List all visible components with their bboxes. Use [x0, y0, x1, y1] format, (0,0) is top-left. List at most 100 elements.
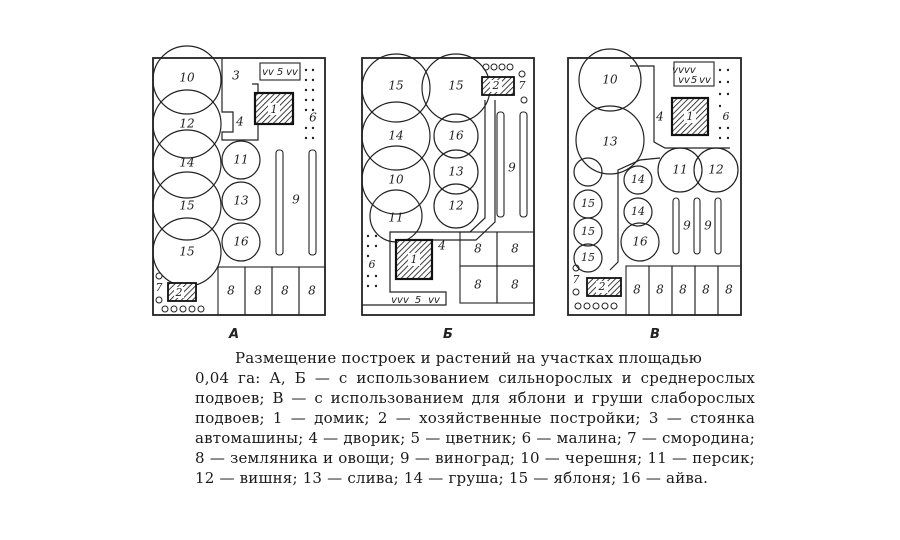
tree-label: 13	[448, 165, 464, 179]
tree-label: 10	[388, 173, 404, 187]
plan-label: Б	[443, 327, 453, 342]
area-label: 6	[309, 111, 317, 125]
tree-label: 15	[388, 79, 403, 93]
plan-b: 15 15 14 16 10 13 11 12 4 2 7 9 1	[361, 53, 535, 342]
flowerbed-marks: vvvv	[672, 65, 697, 76]
area-label: 6	[369, 258, 376, 271]
tree-cherry-plum	[693, 147, 739, 193]
currant-bushes	[482, 63, 528, 104]
flowerbed-marks: vv	[678, 75, 691, 86]
bed-label: 8	[308, 284, 316, 298]
flowerbed-label: 5	[277, 67, 283, 78]
bed-label: 8	[725, 283, 733, 297]
shed-label-bg	[596, 281, 608, 293]
area-label: 9	[292, 193, 300, 207]
area-label: 3	[232, 69, 240, 83]
tree-label: 12	[708, 163, 723, 177]
house-label-bg	[268, 103, 280, 115]
tree-cherry-plum	[152, 89, 222, 159]
tree-label: 15	[448, 79, 463, 93]
bed-label: 8	[474, 278, 482, 292]
shed-label: 2	[492, 79, 500, 92]
tree-label: 15	[179, 245, 194, 259]
shed-label: 2	[598, 280, 606, 293]
path	[362, 100, 486, 306]
tree-label: 13	[233, 194, 249, 208]
tree-pear	[361, 101, 431, 171]
tree-pear	[623, 197, 653, 227]
garden-bed	[298, 266, 326, 316]
path	[400, 100, 496, 241]
flowerbed-marks: vv	[262, 67, 275, 78]
tree-label: 15	[179, 199, 194, 213]
tree-label: 10	[602, 73, 618, 87]
garden-bed	[496, 265, 535, 304]
plot-boundary	[361, 57, 535, 316]
vine-row	[275, 149, 284, 256]
flowerbed-label: 5	[691, 75, 697, 86]
house-label: 1	[687, 110, 694, 123]
tree-label: 11	[388, 211, 403, 225]
plan-label: А	[228, 327, 239, 342]
tree-quince	[221, 222, 261, 262]
flowerbed	[673, 61, 715, 87]
area-label: 7	[156, 281, 163, 294]
garden-bed	[717, 265, 742, 316]
vine-row	[714, 197, 722, 255]
flowerbed-label: 5	[415, 295, 421, 306]
shed-label-bg	[174, 287, 184, 298]
vine-row	[308, 149, 317, 256]
raspberry-row	[718, 68, 730, 140]
flowerbed-marks: vv	[699, 75, 712, 86]
area-label: 6	[723, 110, 730, 123]
tree-apple	[573, 217, 603, 247]
area-label: 9	[683, 219, 691, 233]
area-label: 4	[235, 115, 244, 129]
tree-plum	[575, 105, 645, 175]
tree-label: 14	[179, 156, 194, 170]
path	[609, 157, 661, 271]
tree-label: 11	[233, 153, 248, 167]
vine-row	[693, 197, 701, 255]
tree-quince	[433, 113, 479, 159]
tree-label: 13	[602, 135, 618, 149]
tree-peach	[221, 140, 261, 180]
figure-caption: Размещение построек и растений на участк…	[195, 348, 755, 488]
tree-peach	[657, 147, 703, 193]
tree-label: 15	[581, 251, 595, 264]
tree-label: 14	[388, 129, 403, 143]
plan-a: 10 12 14 15 15 3 4 1 5 vv vv 6 11	[152, 45, 326, 342]
area-label: 4	[655, 110, 664, 124]
flowerbed-marks: vvv	[391, 295, 410, 306]
tree-apple	[573, 157, 603, 187]
tree-quince	[620, 222, 660, 262]
tree-label: 12	[448, 199, 463, 213]
area-label: 7	[573, 273, 580, 286]
house-label: 1	[411, 253, 418, 266]
bed-label: 8	[702, 283, 710, 297]
tree-label: 16	[632, 235, 648, 249]
tree-label: 16	[448, 129, 464, 143]
bed-label: 8	[254, 284, 262, 298]
tree-apple	[573, 243, 603, 273]
area-label: 7	[519, 79, 526, 92]
tree-label: 11	[672, 163, 687, 177]
tree-label: 14	[631, 173, 645, 186]
currant-bushes	[155, 272, 205, 313]
currant-bushes	[572, 264, 618, 310]
raspberry-row	[304, 68, 315, 140]
bed-label: 8	[511, 242, 519, 256]
path	[630, 65, 730, 149]
site-plans-diagram: 10 12 14 15 15 3 4 1 5 vv vv 6 11	[152, 45, 742, 342]
shed-label-bg	[490, 80, 502, 92]
flowerbed-marks: vv	[428, 295, 441, 306]
tree-plum	[221, 181, 261, 221]
vine-row	[519, 111, 528, 218]
bed-label: 8	[511, 278, 519, 292]
house-label-bg	[684, 111, 696, 123]
flowerbed	[259, 62, 301, 81]
bed-label: 8	[281, 284, 289, 298]
house-label-bg	[408, 253, 420, 266]
tree-label: 12	[179, 117, 194, 131]
tree-label: 15	[581, 225, 595, 238]
